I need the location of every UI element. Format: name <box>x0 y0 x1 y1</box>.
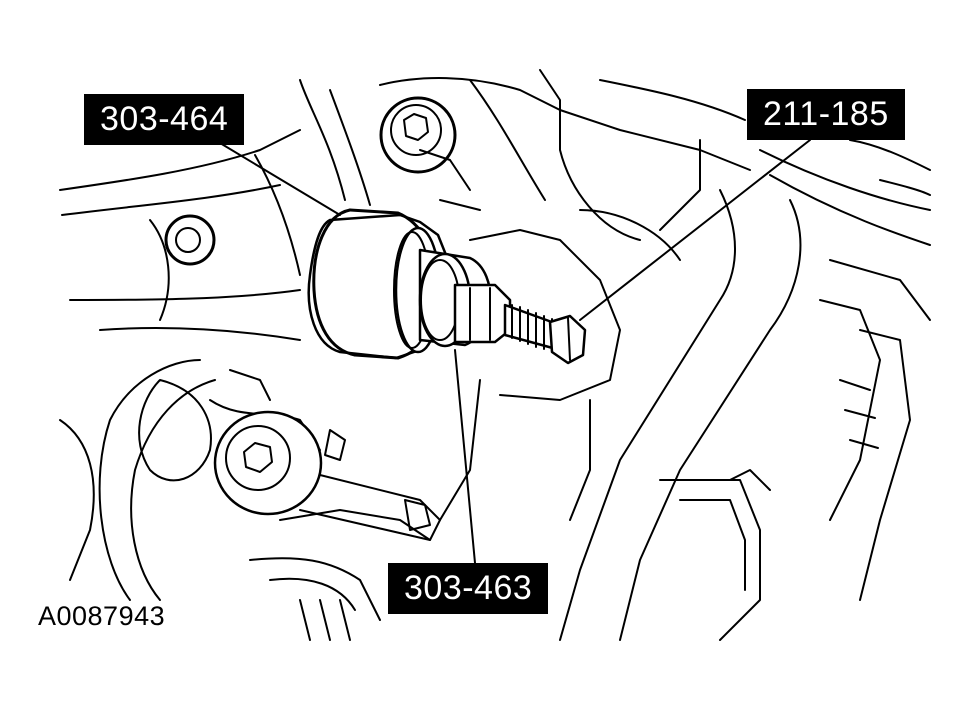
small-bushing <box>164 214 216 266</box>
callout-211-185: 211-185 <box>747 89 905 140</box>
figure-id: A0087943 <box>38 601 166 631</box>
upper-bolt <box>379 96 457 174</box>
forcing-screw-211-185 <box>503 303 587 365</box>
leader-lines <box>214 139 811 564</box>
engine-background <box>59 69 931 641</box>
callout-303-464: 303-464 <box>84 94 245 145</box>
lower-bolt <box>213 410 323 516</box>
callout-303-463: 303-463 <box>388 563 549 614</box>
tool-303-463 <box>418 248 512 348</box>
